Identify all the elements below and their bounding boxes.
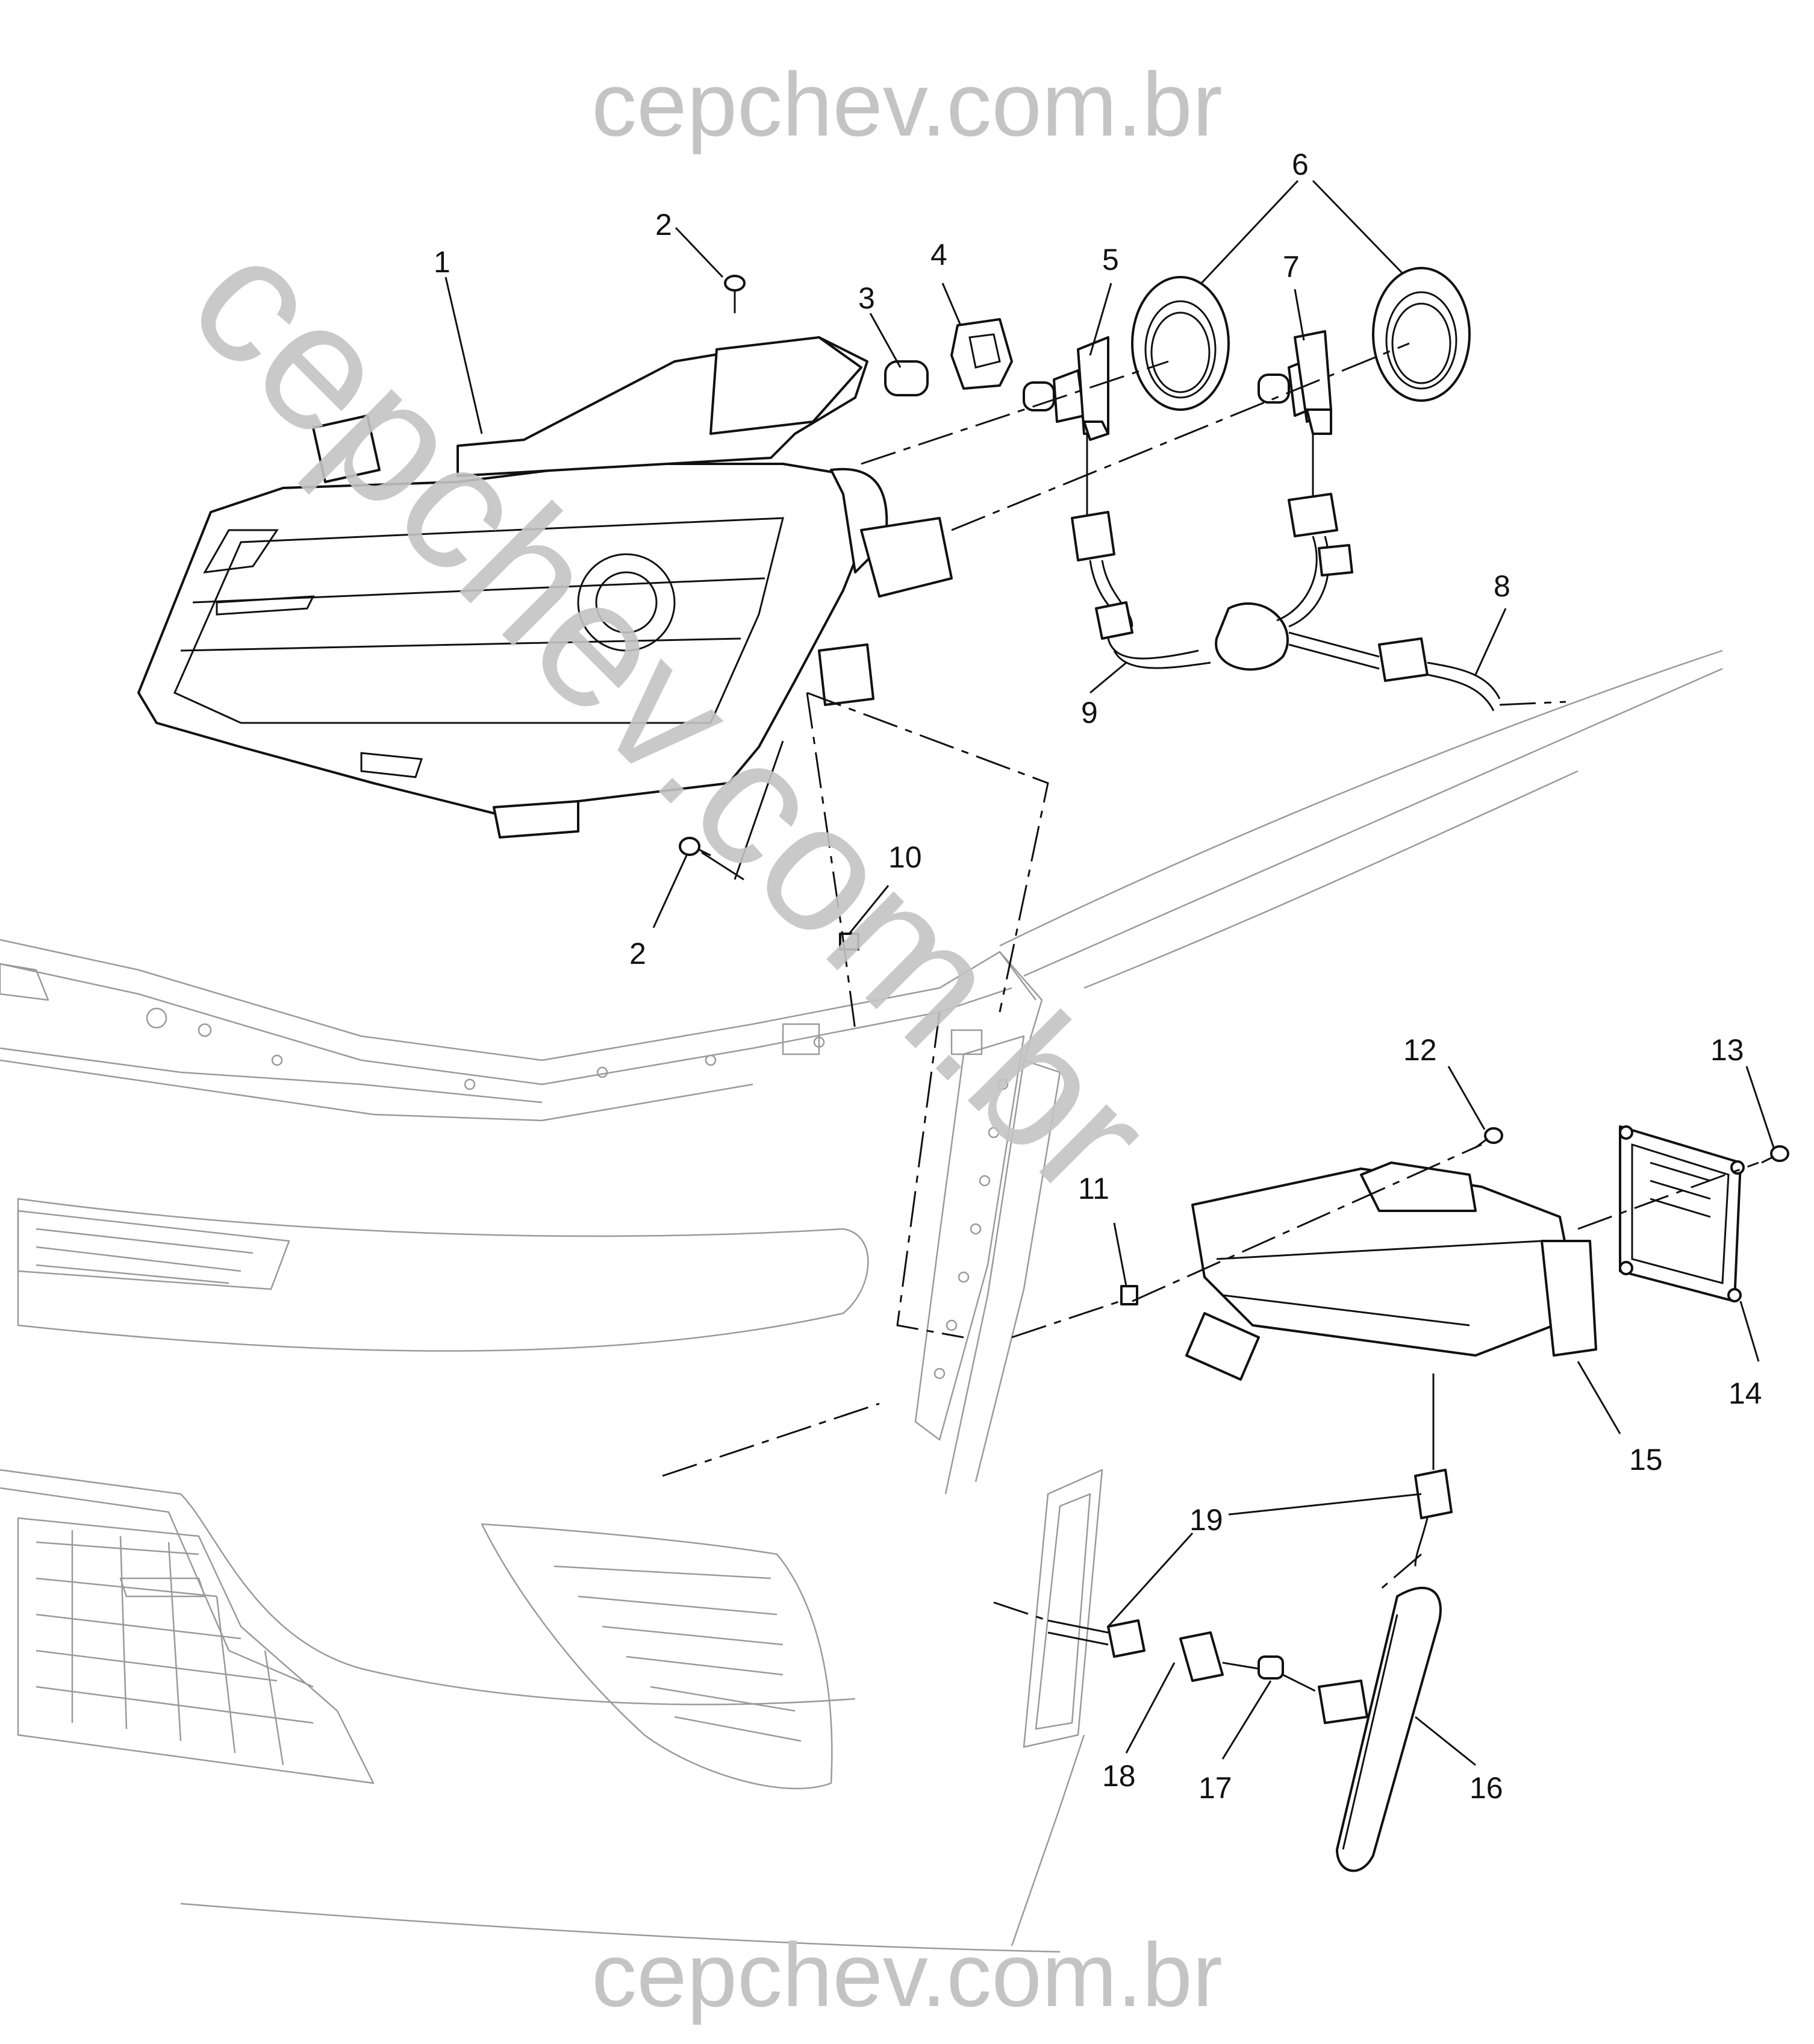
headlamp-wiring-harness (1071, 434, 1501, 711)
watermark-bottom: cepchev.com.br (591, 1924, 1223, 2025)
front-fascia-outline (0, 649, 1723, 1953)
callout-16: 16 (1470, 1771, 1503, 1805)
nut-11 (1120, 1285, 1138, 1305)
bulb-5 (1023, 336, 1109, 441)
callout-19: 19 (1189, 1503, 1223, 1537)
connectors-19 (1047, 1374, 1453, 1658)
callout-5: 5 (1102, 243, 1119, 277)
bulb-7 (1258, 330, 1332, 435)
headlamp-assembly (137, 336, 953, 839)
fog-lamp-assembly (1185, 1161, 1597, 1381)
callout-2-upper: 2 (655, 208, 672, 242)
callout-labels: 1 2 2 3 4 5 6 7 8 9 10 11 12 13 14 15 16… (434, 148, 1762, 1805)
callout-15: 15 (1629, 1443, 1663, 1477)
callout-14: 14 (1728, 1377, 1762, 1410)
callout-6: 6 (1292, 148, 1309, 181)
headlamp-bolt-lower (679, 837, 711, 857)
side-marker-lamp-16 (1318, 1586, 1442, 1872)
callout-7: 7 (1283, 250, 1300, 284)
callout-11: 11 (1078, 1172, 1109, 1205)
callout-1: 1 (434, 245, 450, 279)
leader-lines (444, 180, 1775, 1766)
side-marker-bulb-17 (1258, 1655, 1284, 1680)
socket-4 (950, 318, 1013, 390)
callout-18: 18 (1102, 1759, 1136, 1793)
callout-3: 3 (858, 281, 875, 315)
callout-12: 12 (1403, 1033, 1437, 1067)
bulb-3 (884, 360, 929, 396)
dust-cap-right (1372, 267, 1471, 402)
headlamp-bolt-upper (724, 275, 746, 313)
callout-17: 17 (1198, 1771, 1232, 1805)
callout-10: 10 (888, 840, 922, 874)
assembly-guide-lines (662, 342, 1759, 1694)
watermark-top: cepchev.com.br (591, 54, 1223, 155)
callout-9: 9 (1081, 696, 1098, 730)
callout-13: 13 (1710, 1033, 1744, 1067)
lower-grille-mesh (17, 1517, 375, 1784)
dust-cap-left (1131, 276, 1230, 411)
callout-8: 8 (1494, 569, 1510, 603)
callout-4: 4 (930, 238, 947, 272)
bolt-13 (1761, 1145, 1789, 1164)
drl-control-module (1619, 1125, 1745, 1302)
side-marker-socket-18 (1179, 1631, 1224, 1682)
callout-2-lower: 2 (629, 937, 646, 970)
